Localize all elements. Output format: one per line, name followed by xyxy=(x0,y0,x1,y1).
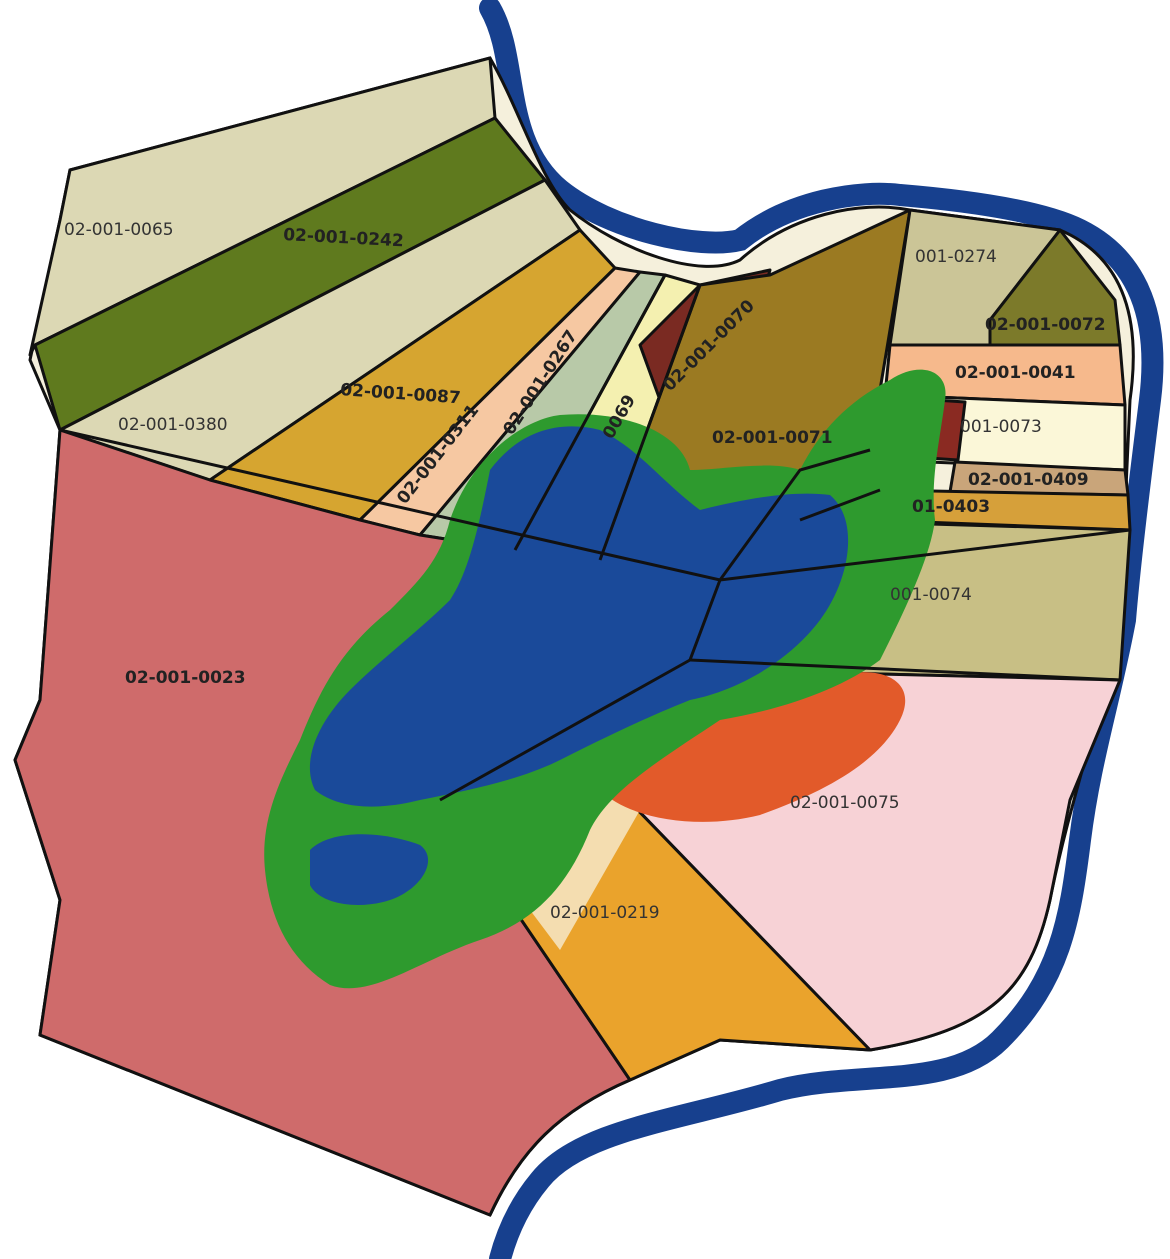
flood-zone-core-pocket xyxy=(310,834,429,905)
flood-zone-core xyxy=(309,426,849,807)
label-0072: 02-001-0072 xyxy=(985,315,1106,335)
hazard-zone-orange xyxy=(600,672,906,822)
parcel-0072[interactable] xyxy=(988,228,1122,347)
label-0409: 02-001-0409 xyxy=(968,470,1089,490)
label-0065: 02-001-0065 xyxy=(64,220,174,240)
label-0219: 02-001-0219 xyxy=(550,903,660,923)
label-0075: 02-001-0075 xyxy=(790,793,900,813)
label-0071: 02-001-0071 xyxy=(712,428,833,448)
parcel-boundaries xyxy=(59,274,1131,802)
label-0073: 001-0073 xyxy=(960,417,1042,437)
label-0403: 01-0403 xyxy=(912,497,990,517)
label-0274: 001-0274 xyxy=(915,247,997,267)
label-0074: 001-0074 xyxy=(890,585,972,605)
label-0023: 02-001-0023 xyxy=(125,668,246,688)
river xyxy=(479,0,1164,1259)
label-0380: 02-001-0380 xyxy=(118,415,228,435)
label-0041: 02-001-0041 xyxy=(955,363,1076,383)
